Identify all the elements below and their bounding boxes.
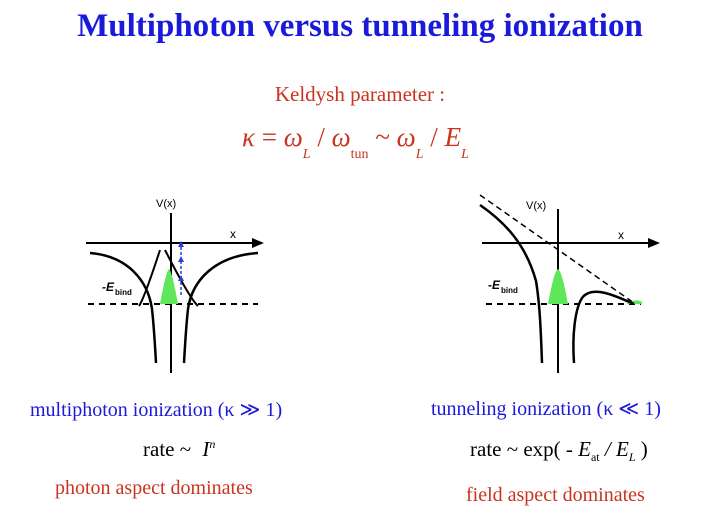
multiphoton-potential-diagram: V(x) x -Ebind [86,198,264,373]
multiphoton-rate: rate ~ In [143,437,215,462]
bound-state-wavepacket [160,269,178,304]
potential-curve-right [182,251,259,364]
x-axis-label: x [618,228,624,242]
potential-curve-right [572,290,635,364]
omega-laser-2: ω [396,122,416,152]
ebind-label: -Ebind [488,278,518,295]
tunneling-caption: tunneling ionization (κ ≪ 1) [431,398,661,420]
equals-sign: = [261,122,277,152]
laser-field-line [479,194,635,304]
e-symbol-2: E [615,437,629,461]
multiphoton-caption: multiphoton ionization (κ ≫ 1) [30,399,283,421]
rate-prefix: rate ~ [143,437,192,461]
photon-aspect-text: photon aspect dominates [55,477,253,499]
potential-curve-left [479,203,544,364]
subscript-tun: tun [350,147,369,162]
omega-laser: ω [283,122,303,152]
v-axis-label: V(x) [526,200,546,212]
subscript-at: at [590,450,600,465]
potential-curve-left [89,251,158,364]
x-axis-arrowhead [648,238,660,248]
exponent-n: n [209,437,216,451]
subscript-l-2: L [415,147,424,162]
coulomb-potential-curve [164,249,199,307]
keldysh-formula: κ = ωL / ωtun ~ ωL / EL [242,122,469,162]
field-aspect-text: field aspect dominates [466,484,645,506]
slash-2: / [430,122,438,152]
tilde: ~ [375,122,390,152]
keldysh-label: Keldysh parameter : [274,82,446,106]
page-title: Multiphoton versus tunneling ionization [77,8,643,44]
slash: / [604,437,611,461]
ebind-label: -Ebind [102,280,132,297]
bound-state-wavepacket [548,269,568,304]
intensity-symbol: I [202,437,210,461]
x-axis-arrowhead [252,238,264,248]
subscript-l-3: L [461,147,469,162]
slash: / [317,122,325,152]
e-symbol: E [578,437,591,461]
tunneling-rate: rate ~ exp( - Eat / EL ) [470,437,648,465]
v-axis-label: V(x) [156,198,176,210]
e-field: E [444,122,462,152]
x-axis-label: x [230,227,236,241]
rate-prefix: rate ~ exp( - [470,437,573,461]
subscript-l: L [628,450,636,465]
tunneling-potential-diagram: V(x) x -Ebind [479,194,660,373]
photon-arrows [178,241,184,295]
subscript-l: L [302,147,311,162]
kappa-symbol: κ [242,122,255,152]
close-paren: ) [640,437,648,461]
omega-tunnel: ω [331,122,351,152]
